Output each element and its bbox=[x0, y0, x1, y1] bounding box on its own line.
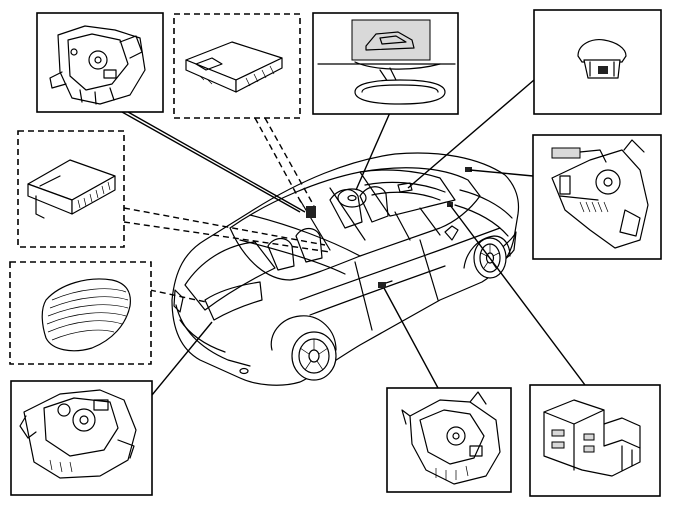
hood-latch-icon bbox=[551, 139, 649, 249]
relay-block-icon bbox=[543, 399, 641, 477]
floor-mat-icon bbox=[41, 278, 131, 352]
door-lock-icon bbox=[401, 391, 501, 485]
rearview-mirror-icon bbox=[317, 19, 456, 105]
tailgate-lock-icon bbox=[19, 389, 137, 479]
connector-module-icon bbox=[27, 159, 116, 219]
callout-tailgate-lock bbox=[10, 380, 153, 496]
callout-hood-latch bbox=[532, 134, 662, 260]
callout-module-left bbox=[17, 130, 125, 248]
callout-relay-box bbox=[529, 384, 661, 497]
callout-mirror bbox=[312, 12, 459, 115]
callout-sensor-cap bbox=[533, 9, 662, 115]
sensor-cap-icon bbox=[577, 39, 627, 79]
callout-module-top bbox=[173, 13, 301, 119]
callout-door-lock bbox=[386, 387, 512, 493]
callout-mat bbox=[9, 261, 152, 365]
lock-mechanism-icon bbox=[49, 25, 146, 105]
car-illustration bbox=[171, 152, 520, 386]
callout-rear-lock bbox=[36, 12, 164, 113]
control-module-icon bbox=[185, 41, 283, 93]
leader-lines bbox=[121, 79, 586, 396]
